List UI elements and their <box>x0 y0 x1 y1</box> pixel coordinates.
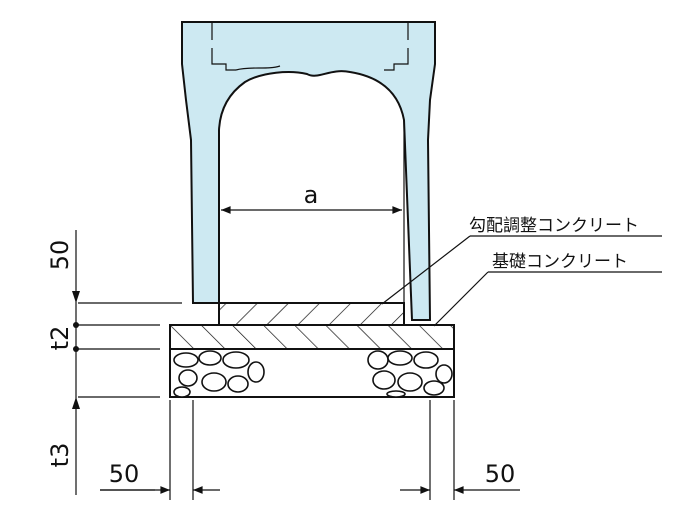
gravel-layer <box>169 348 455 398</box>
dimension-t3-label: t3 <box>46 443 74 468</box>
label-foundation-concrete: 基礎コンクリート <box>492 252 628 272</box>
dimension-t2-label: t2 <box>46 326 74 351</box>
dimension-right-offset-label: 50 <box>485 460 516 488</box>
bottom-left-dimension: 50 <box>100 400 220 500</box>
dimension-left-offset-label: 50 <box>109 460 140 488</box>
culvert-structure <box>181 21 436 321</box>
callout-foundation-concrete: 基礎コンクリート <box>433 252 662 327</box>
left-dimension-chain: 50 t2 t3 <box>46 230 182 495</box>
dimension-top-label: 50 <box>46 240 74 271</box>
callout-gradient-concrete: 勾配調整コンクリート <box>381 216 662 305</box>
culvert-body <box>181 21 436 321</box>
gradient-concrete-layer <box>218 302 405 326</box>
dimension-a-label: a <box>304 181 319 209</box>
bottom-right-dimension: 50 <box>400 400 520 500</box>
dimension-a: a <box>221 181 402 214</box>
foundation-concrete-layer <box>169 324 455 350</box>
label-gradient-concrete: 勾配調整コンクリート <box>469 216 639 236</box>
